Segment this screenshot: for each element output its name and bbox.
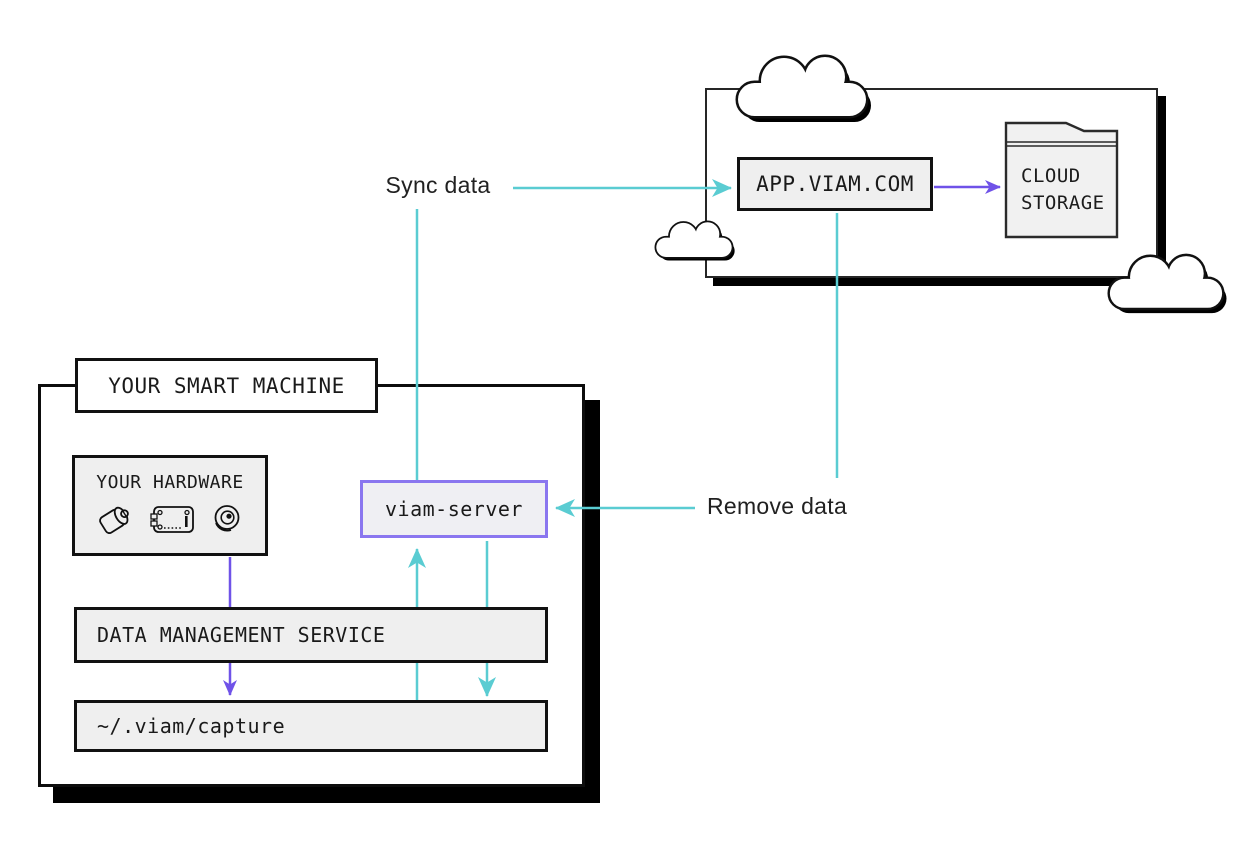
cloud-icon xyxy=(735,54,871,122)
data-management-service-box: DATA MANAGEMENT SERVICE xyxy=(74,607,548,663)
hardware-icons xyxy=(96,501,244,537)
camera-icon xyxy=(214,505,240,532)
hardware-label: YOUR HARDWARE xyxy=(96,472,244,493)
app-viam-com-label: APP.VIAM.COM xyxy=(756,172,914,196)
hardware-box: YOUR HARDWARE xyxy=(72,455,268,556)
capture-directory-box: ~/.viam/capture xyxy=(74,700,548,752)
cloud-icon xyxy=(1107,253,1227,314)
circuit-board-icon xyxy=(150,506,194,533)
capture-directory-label: ~/.viam/capture xyxy=(97,714,286,738)
sync-data-label: Sync data xyxy=(385,172,491,198)
viam-server-label: viam-server xyxy=(385,497,523,521)
machine-title-box: YOUR SMART MACHINE xyxy=(75,358,378,413)
data-management-service-label: DATA MANAGEMENT SERVICE xyxy=(97,623,386,647)
machine-title: YOUR SMART MACHINE xyxy=(108,373,345,398)
motor-icon xyxy=(99,506,129,534)
cloud-storage-label: CLOUD STORAGE xyxy=(1021,165,1105,214)
viam-server-box: viam-server xyxy=(360,480,548,538)
folder-icon xyxy=(1004,121,1119,239)
remove-data-label: Remove data xyxy=(706,493,848,519)
app-viam-com-box: APP.VIAM.COM xyxy=(737,157,933,211)
cloud-icon xyxy=(654,220,735,261)
